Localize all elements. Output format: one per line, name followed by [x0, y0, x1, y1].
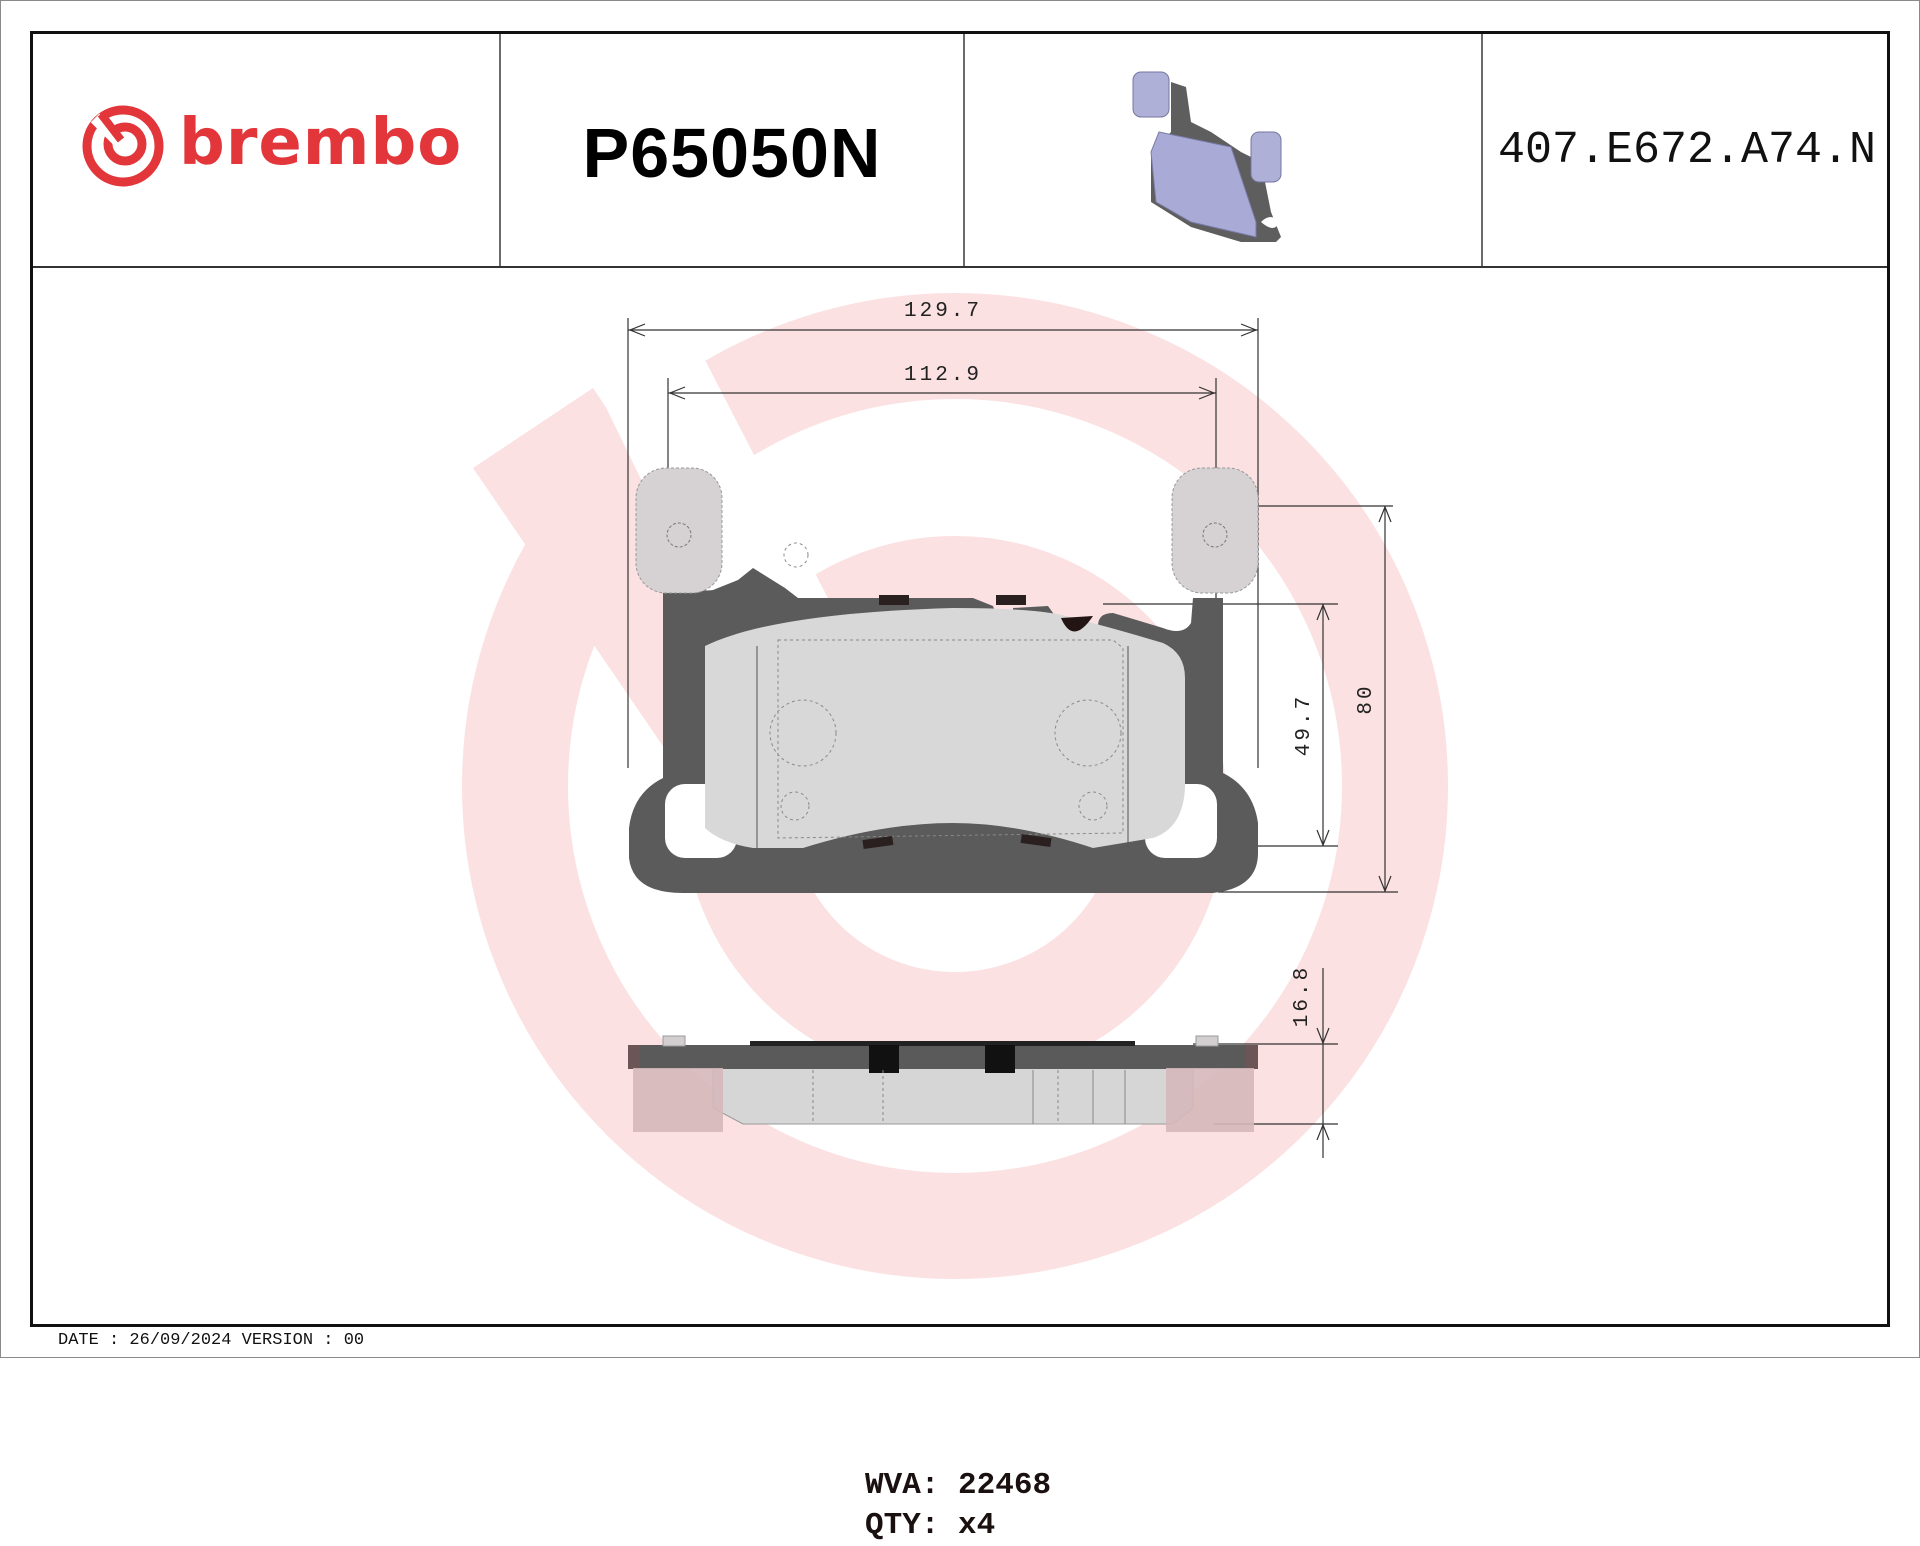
svg-text:80: 80: [1355, 683, 1378, 714]
brembo-disc-icon: [82, 105, 164, 187]
date-value: 26/09/2024: [129, 1331, 232, 1350]
wva-qty-block: WVA: 22468 QTY: x4: [865, 1466, 1051, 1546]
brake-pad-thumbnail: [1132, 71, 1282, 242]
drawing-sheet: brembo P65050N 407.E672.A74.N: [30, 31, 1890, 1543]
part-number-cell: P65050N: [499, 34, 963, 266]
svg-text:16.8: 16.8: [1291, 965, 1314, 1027]
qty-value: x4: [958, 1508, 996, 1543]
footer-metadata: DATE : 26/09/2024 VERSION : 00: [58, 1331, 364, 1350]
technical-drawing: 129.7 112.9 49.7 80: [33, 268, 1887, 1543]
reference-code: 407.E672.A74.N: [1497, 124, 1877, 176]
svg-text:49.7: 49.7: [1293, 694, 1316, 756]
pad-side-view: 16.8: [628, 965, 1338, 1158]
part-number: P65050N: [582, 114, 882, 192]
reference-cell: 407.E672.A74.N: [1481, 34, 1887, 266]
version-label: VERSION :: [241, 1331, 334, 1350]
svg-text:129.7: 129.7: [904, 300, 982, 323]
wva-value: 22468: [958, 1468, 1052, 1503]
version-value: 00: [343, 1331, 365, 1350]
wva-label: WVA:: [865, 1468, 940, 1503]
title-block: brembo P65050N 407.E672.A74.N: [33, 34, 1887, 268]
svg-text:112.9: 112.9: [904, 364, 982, 387]
brand-cell: brembo: [33, 34, 499, 266]
qty-label: QTY:: [865, 1508, 940, 1543]
pad-front-view: 129.7 112.9 49.7 80: [627, 300, 1398, 893]
date-label: DATE :: [58, 1331, 120, 1350]
brembo-logo: brembo: [81, 104, 462, 188]
brand-wordmark: brembo: [179, 106, 463, 180]
thumbnail-cell: [963, 34, 1481, 266]
